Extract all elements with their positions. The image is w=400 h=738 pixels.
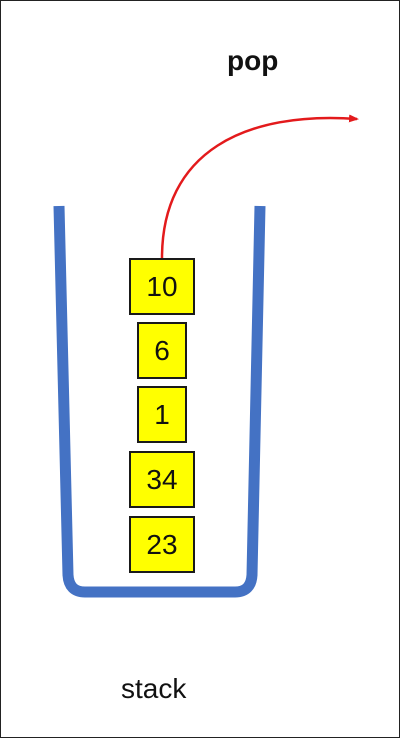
pop-arrow [160, 114, 359, 261]
stack-item: 1 [137, 386, 187, 443]
stack-item: 34 [129, 451, 195, 508]
stack-label: stack [121, 673, 187, 704]
stack-item-value: 34 [146, 463, 178, 495]
stack-item-value: 6 [154, 334, 170, 366]
stack-item-value: 10 [146, 270, 178, 302]
stack-item-value: 23 [146, 528, 178, 560]
stack-item: 6 [137, 322, 187, 379]
stack-container-outline [53, 205, 266, 598]
operation-label: pop [227, 45, 279, 76]
stack-item-top: 10 [129, 258, 195, 315]
stack-item-value: 1 [154, 398, 170, 430]
stack-item-bottom: 23 [129, 516, 195, 573]
